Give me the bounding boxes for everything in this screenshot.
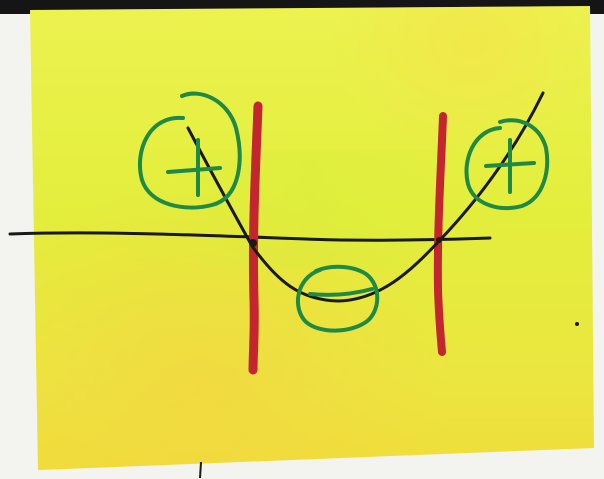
right-intersection-point: [436, 237, 442, 243]
right-root-line: [438, 116, 443, 352]
ink-dot: [575, 322, 579, 326]
left-root-line: [253, 106, 258, 370]
pen-mark-bottom: [200, 462, 201, 478]
left-intersection-point: [249, 239, 257, 247]
